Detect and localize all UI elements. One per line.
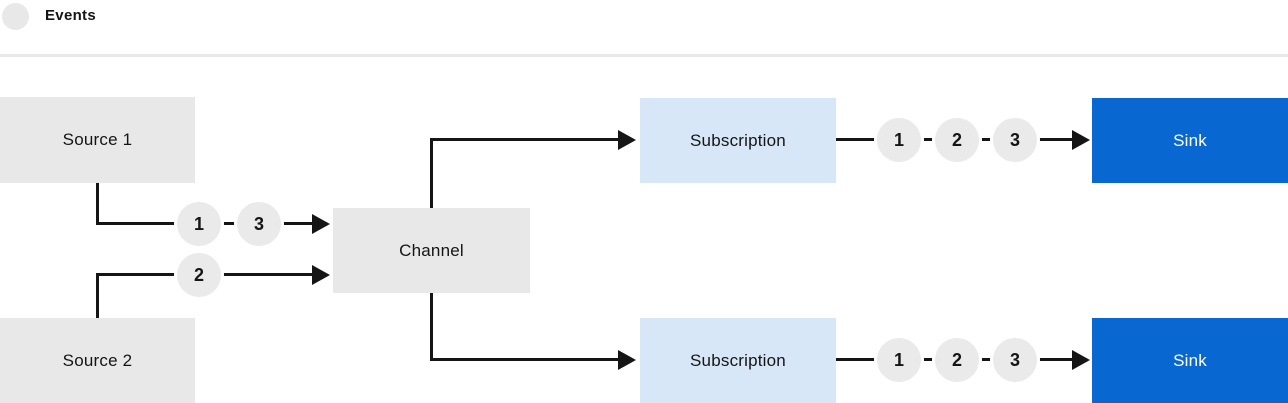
event-marker: 3 [993,118,1037,162]
arrowhead-icon [312,214,330,234]
arrowhead-icon [312,265,330,285]
connector-source1-down [96,183,99,225]
events-legend-label: Events [45,7,96,24]
arrowhead-icon [618,350,636,370]
channel-label: Channel [399,240,464,260]
subscription-1-label: Subscription [690,130,786,150]
event-marker: 1 [877,118,921,162]
event-marker: 2 [935,118,979,162]
sink-2-node: Sink [1092,318,1288,403]
source-2-label: Source 2 [62,350,133,370]
event-marker: 2 [177,253,221,297]
arrowhead-icon [1072,350,1090,370]
source-1-node: Source 1 [0,97,195,183]
subscription-2-label: Subscription [690,350,786,370]
arrowhead-icon [618,130,636,150]
source-2-node: Source 2 [0,318,195,403]
event-marker: 3 [993,338,1037,382]
subscription-1-node: Subscription [640,98,836,183]
sink-1-node: Sink [1092,98,1288,183]
sink-1-label: Sink [1173,130,1207,150]
source-1-label: Source 1 [62,130,133,149]
arrowhead-icon [1072,130,1090,150]
connector-channel-to-subscription2 [430,358,619,361]
connector-source2-up [96,273,99,318]
event-marker: 1 [177,202,221,246]
subscription-2-node: Subscription [640,318,836,403]
connector-channel-to-subscription1 [430,138,619,141]
event-marker: 1 [877,338,921,382]
event-marker: 2 [935,338,979,382]
sink-2-label: Sink [1173,350,1207,370]
events-legend-swatch-icon [2,3,29,30]
connector-channel-down [430,293,433,361]
connector-channel-up [430,138,433,208]
event-marker: 3 [237,202,281,246]
channel-node: Channel [333,208,530,293]
legend-divider [0,54,1288,57]
